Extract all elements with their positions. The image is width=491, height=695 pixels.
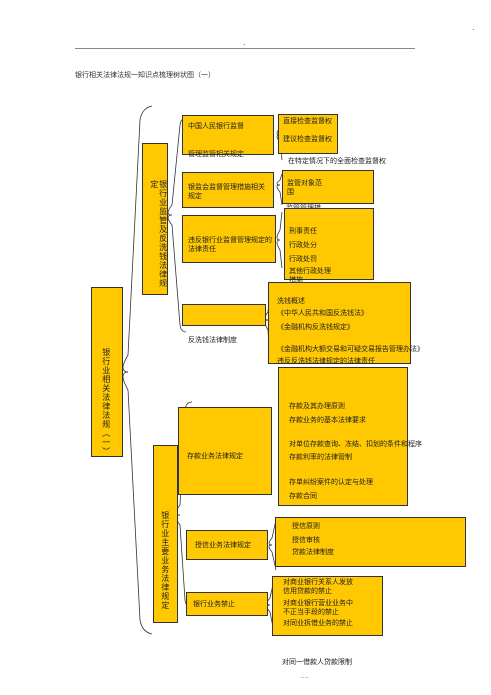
leaf-pboc-1: 直接检查监督权 <box>283 117 332 125</box>
leaf-pboc-group: 直接检查监督权 建议检查监督权 <box>278 114 338 154</box>
branch-business[interactable]: 银行业主要业务法律规定 <box>153 445 178 623</box>
node-cbrc[interactable]: 银监会监督管理措施相关规定 <box>182 172 274 208</box>
leaf-aml-5: 违反反洗钱法律规定的法律责任 <box>277 357 375 365</box>
leaf-aml-group: 洗钱概述 《中华人民共和国反洗钱法》 《金融机构反洗钱规定》 《金融机构大额交易… <box>268 282 424 365</box>
page-title: 银行相关法律法规一知识点梳理树状图（一） <box>75 71 215 79</box>
leaf-prohibit-2: 对商业银行营业业务中不正当手段的禁止 <box>283 599 353 616</box>
header-dot: . <box>243 38 246 47</box>
node-violation[interactable]: 违反银行业监督管理规定的法律责任 <box>182 215 276 263</box>
leaf-prohibit-group: 对商业银行关系人发放信用贷款的禁止 对商业银行营业业务中不正当手段的禁止 对同业… <box>272 576 383 636</box>
leaf-credit-1: 授信原则 <box>292 522 320 530</box>
leaf-aml-2: 《中华人民共和国反洗钱法》 <box>277 309 368 317</box>
node-pboc[interactable]: 中国人民银行监督 管理监管相关规定 <box>182 115 274 158</box>
branch-supervision-label: 银行业监管及反洗钱法律规定 <box>149 180 168 288</box>
leaf-violation-group: 刑事责任 行政处分 行政处罚 其他行政处理措施 <box>284 208 374 284</box>
leaf-aml-4: 《金融机构大额交易和可疑交易报告管理办法》 <box>277 345 424 353</box>
leaf-deposit-group: 存款及其办理原则 存款业务的基本法律要求 对单位存款查询、冻结、扣划的条件和程序… <box>278 367 422 506</box>
leaf-deposit-6: 存款合同 <box>289 492 317 500</box>
leaf-deposit-3: 对单位存款查询、冻结、扣划的条件和程序 <box>289 440 422 448</box>
node-pboc-label: 中国人民银行监督 <box>188 122 244 130</box>
root-label: 银行业相关法律法规（一） <box>101 348 111 456</box>
leaf-aml-3: 《金融机构反洗钱规定》 <box>277 323 354 331</box>
leaf-pboc-2: 建议检查监督权 <box>283 135 332 143</box>
node-pboc-reg-label: 管理监管相关规定 <box>188 150 244 158</box>
root-node[interactable]: 银行业相关法律法规（一） <box>91 287 123 457</box>
bottom-dots: .... <box>300 672 309 680</box>
leaf-pboc-3: 在特定情况下的全面检查监督权 <box>288 157 386 165</box>
leaf-prohibit-1: 对商业银行关系人发放信用贷款的禁止 <box>283 578 353 595</box>
leaf-deposit-1: 存款及其办理原则 <box>289 402 345 410</box>
leaf-cbrc-1: 监管对象范围 <box>287 179 322 196</box>
leaf-credit-2: 授信审核 <box>292 536 320 544</box>
corner-dot: . <box>472 23 475 32</box>
leaf-deposit-5: 存单纠纷案件的认定与处理 <box>289 478 373 486</box>
leaf-aml-1: 洗钱概述 <box>277 297 305 305</box>
header-rule <box>75 48 415 49</box>
node-aml[interactable] <box>182 304 266 326</box>
node-credit[interactable]: 授信业务法律规定 <box>186 530 268 560</box>
node-prohibit[interactable]: 银行业务禁止 <box>186 592 268 616</box>
node-violation-label: 违反银行业监督管理规定的法律责任 <box>188 236 272 253</box>
leaf-credit-group: 授信原则 授信审核 贷款法律制度 <box>275 517 466 567</box>
bottom-caption: 对同一借款人贷款限制 <box>282 658 352 666</box>
leaf-deposit-2: 存款业务的基本法律要求 <box>289 416 366 424</box>
leaf-prohibit-3: 对同业拆借业务的禁止 <box>283 619 353 627</box>
leaf-violation-2: 行政处分 <box>289 241 317 249</box>
node-deposit-label: 存款业务法律规定 <box>187 452 243 460</box>
leaf-credit-3: 贷款法律制度 <box>292 548 334 556</box>
leaf-deposit-4: 存款利率的法律管制 <box>289 453 352 461</box>
node-cbrc-label: 银监会监督管理措施相关规定 <box>188 183 265 200</box>
branch-supervision[interactable]: 银行业监管及反洗钱法律规定 <box>142 143 168 295</box>
branch-business-label: 银行业主要业务法律规定 <box>160 511 170 610</box>
leaf-violation-4: 其他行政处理措施 <box>289 267 331 284</box>
node-prohibit-label: 银行业务禁止 <box>193 600 235 608</box>
node-deposit[interactable]: 存款业务法律规定 <box>178 407 272 495</box>
node-aml-label: 反洗钱法律制度 <box>188 336 237 344</box>
leaf-cbrc-group: 监管对象范围 <box>282 170 374 204</box>
leaf-violation-1: 刑事责任 <box>289 227 317 235</box>
node-credit-label: 授信业务法律规定 <box>195 541 251 549</box>
leaf-violation-3: 行政处罚 <box>289 255 317 263</box>
